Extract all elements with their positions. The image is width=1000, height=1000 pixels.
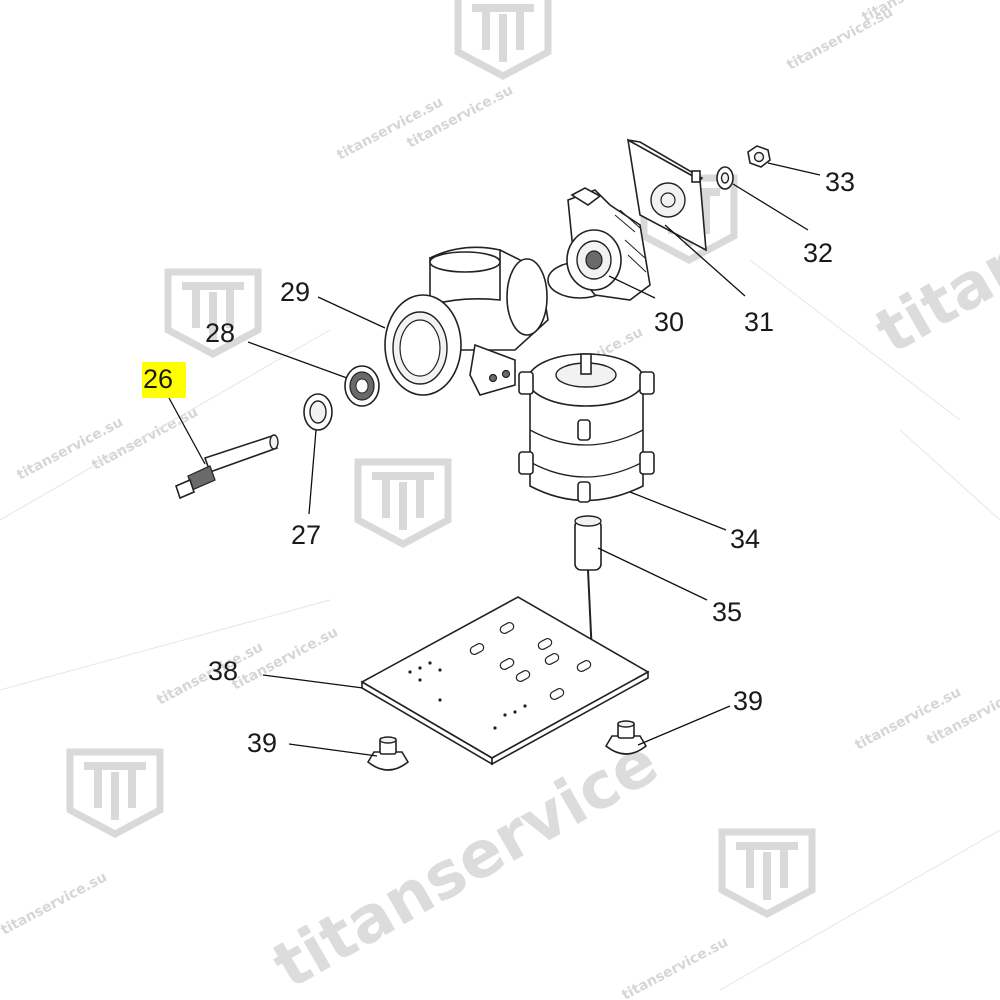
part-38-base-plate	[360, 596, 650, 766]
watermark-brand: titanservice	[261, 725, 670, 1000]
watermark-url: titanservice.su	[924, 679, 1000, 748]
part-26-shaft	[175, 434, 279, 500]
watermark-url: titanservice.su	[0, 869, 110, 938]
titan-t-shield-icon	[358, 462, 448, 544]
part-29-housing	[384, 246, 549, 396]
part-34-motor	[518, 353, 655, 503]
part-28-bearing	[344, 365, 380, 407]
part-label-32[interactable]: 32	[803, 238, 833, 268]
titan-t-shield-icon	[458, 0, 548, 76]
watermark-url: titanservice.su	[619, 934, 730, 1000]
titan-t-shield-icon	[70, 752, 160, 834]
part-label-35[interactable]: 35	[712, 597, 742, 627]
part-label-38[interactable]: 38	[208, 656, 238, 686]
part-27-seal	[303, 393, 333, 431]
part-label-27[interactable]: 27	[291, 520, 321, 550]
part-35-capacitor	[574, 515, 602, 656]
watermark-lines	[0, 259, 1000, 991]
part-label-28[interactable]: 28	[205, 318, 235, 348]
part-33-nut	[747, 145, 771, 168]
part-31-mounting-plate	[626, 138, 707, 252]
part-label-34[interactable]: 34	[730, 524, 760, 554]
part-label-26[interactable]: 26	[143, 364, 173, 394]
part-label-39[interactable]: 39	[733, 686, 763, 716]
watermark-brand: titanservice	[863, 97, 1000, 368]
part-labels: 26 27 28 29 30 31 32 33 34 35 38 39 39	[143, 167, 855, 758]
part-label-33[interactable]: 33	[825, 167, 855, 197]
watermark-url: titanservice.su	[852, 684, 963, 753]
part-30-gearbox	[547, 187, 651, 301]
part-label-31[interactable]: 31	[744, 307, 774, 337]
watermark-logos	[70, 0, 812, 914]
part-label-39[interactable]: 39	[247, 728, 277, 758]
part-label-29[interactable]: 29	[280, 277, 310, 307]
titan-t-shield-icon	[722, 832, 812, 914]
highlight-marker	[142, 362, 186, 398]
part-39-foot-right	[604, 720, 648, 755]
part-label-30[interactable]: 30	[654, 307, 684, 337]
part-32-washer	[716, 166, 734, 190]
part-39-foot-left	[366, 736, 410, 771]
leader-lines	[168, 162, 821, 757]
